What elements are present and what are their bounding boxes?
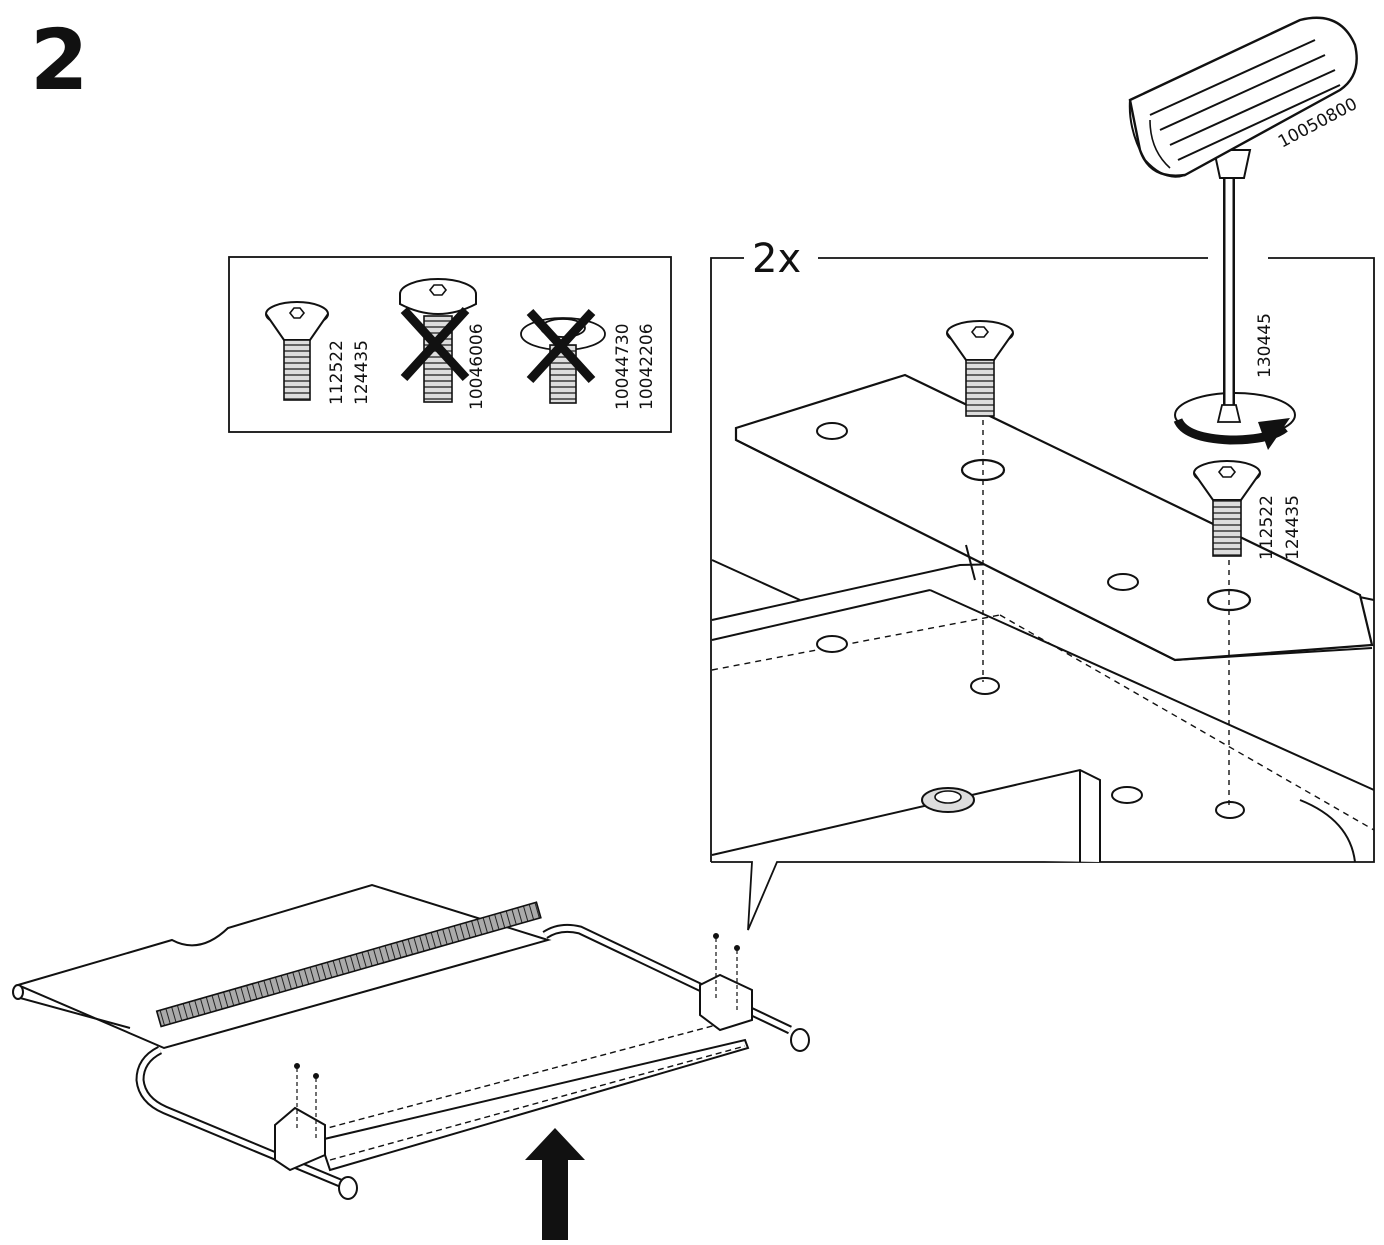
cross-mark-icon <box>526 308 596 384</box>
correct-screw-code-2: 124435 <box>352 340 372 405</box>
bracket-plate <box>734 373 1374 662</box>
detail-callout: 2x <box>710 236 1375 931</box>
quantity-label: 2x <box>752 236 801 282</box>
screw-code-2: 124435 <box>1283 495 1303 560</box>
step-number: 2 <box>30 11 89 109</box>
correct-screw-code-1: 112522 <box>327 340 347 405</box>
screw-icon <box>946 320 1014 417</box>
correct-screw-icon <box>265 301 329 401</box>
wrong-screw-2-code-1: 10044730 <box>613 323 633 410</box>
screw-icon <box>1193 460 1261 557</box>
up-arrow-icon <box>525 1128 585 1240</box>
wrong-screw-2-code-2: 10042206 <box>637 323 657 410</box>
wrong-screw-1-code: 10046006 <box>467 323 487 410</box>
screw-legend-box: 112522 124435 10046006 <box>228 256 672 433</box>
cross-mark-icon <box>400 306 470 382</box>
frame-rail <box>711 558 1375 863</box>
chair-frame-assembly <box>12 883 810 1200</box>
tool-handle <box>1128 16 1358 178</box>
screw-code-1: 112522 <box>1257 495 1277 560</box>
hex-key-code: 130445 <box>1255 313 1275 378</box>
